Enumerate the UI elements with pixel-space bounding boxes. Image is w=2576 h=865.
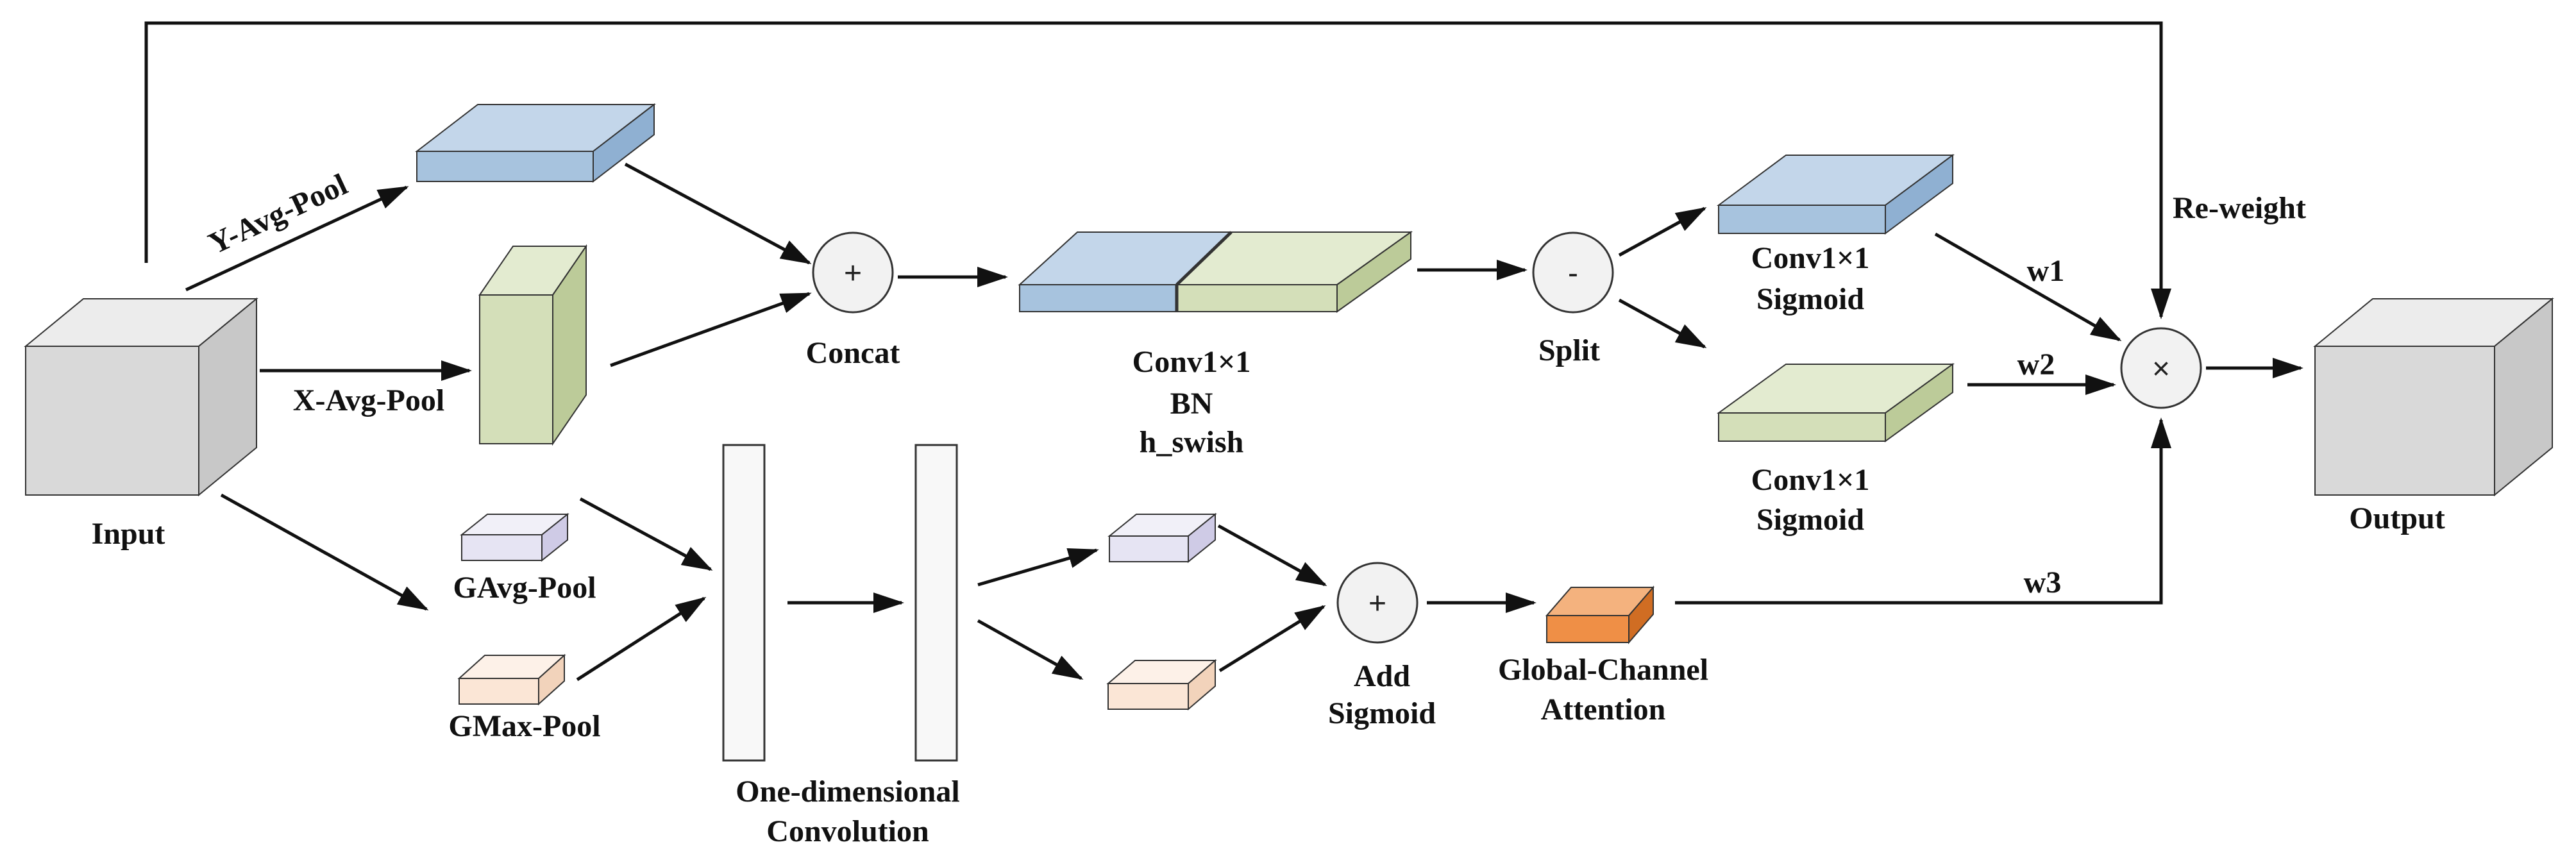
- gca-label-line1: Global-Channel: [1498, 653, 1708, 687]
- conv-sig-bot-label-line2: Sigmoid: [1756, 503, 1864, 537]
- one-dim-conv-label-line1: One-dimensional: [736, 775, 959, 809]
- multiply-operator-circle: ×: [2120, 327, 2202, 409]
- add-operator-symbol: +: [1368, 587, 1386, 621]
- add-sigmoid-label-line1: Add: [1354, 659, 1410, 693]
- one-dim-conv-bar-1: [722, 444, 766, 762]
- conv-bn-label-line2: BN: [1170, 387, 1213, 421]
- one-dim-conv-label-line2: Convolution: [766, 814, 929, 848]
- concat-operator-circle: +: [812, 231, 894, 314]
- gmax-pool-label: GMax-Pool: [448, 709, 600, 743]
- add-operator-circle: +: [1336, 562, 1418, 644]
- reweight-label: Re-weight: [2173, 191, 2306, 225]
- arrow-conv-to-lavender: [977, 548, 1099, 587]
- global-channel-attention-bar: [1545, 585, 1655, 644]
- mid-peach-bar: [1106, 659, 1217, 711]
- conv-sig-top-label-line2: Sigmoid: [1756, 282, 1864, 316]
- w2-label: w2: [2017, 348, 2055, 382]
- split-operator-symbol: -: [1568, 256, 1578, 290]
- arrow-w3: [1675, 417, 2171, 605]
- gavg-pool-label: GAvg-Pool: [453, 571, 596, 605]
- multiply-operator-symbol: ×: [2152, 352, 2170, 386]
- conv-sig-bot-label-line1: Conv1×1: [1751, 463, 1870, 497]
- one-dim-conv-bar-2: [914, 444, 958, 762]
- arrow-gavg-to-conv: [579, 497, 713, 571]
- arrow-lavender-to-add: [1217, 524, 1327, 587]
- split-top-blue-slab: [1716, 154, 1955, 235]
- output-cube: [2313, 297, 2554, 497]
- concat-operator-symbol: +: [844, 256, 862, 290]
- arrow-input-to-gavg: [220, 493, 429, 611]
- add-sigmoid-label-line2: Sigmoid: [1328, 696, 1436, 730]
- conv-bn-label-line3: h_swish: [1140, 425, 1244, 459]
- input-label: Input: [92, 517, 165, 551]
- concat-feature-slab: [1018, 231, 1413, 313]
- split-operator-circle: -: [1532, 231, 1614, 314]
- gavg-pool-bar: [460, 512, 569, 562]
- concat-label: Concat: [806, 336, 900, 370]
- reweight-loop-line: [144, 21, 2171, 319]
- arrow-y-to-concat: [624, 162, 812, 265]
- conv-bn-label-line1: Conv1×1: [1132, 345, 1251, 379]
- w3-label: w3: [2024, 566, 2062, 600]
- arrow-split-to-top: [1618, 206, 1707, 257]
- arrow-x-to-concat: [610, 292, 812, 367]
- input-cube: [24, 297, 258, 497]
- gmax-pool-bar: [457, 653, 566, 706]
- arrow-w1: [1934, 232, 2122, 342]
- conv-sig-top-label-line1: Conv1×1: [1751, 241, 1870, 275]
- split-label: Split: [1538, 333, 1600, 367]
- x-avg-pool-label: X-Avg-Pool: [293, 383, 444, 417]
- w1-label: w1: [2027, 254, 2065, 288]
- arrow-peach-to-add: [1218, 605, 1326, 673]
- mid-lavender-bar: [1107, 512, 1217, 564]
- split-bottom-green-slab: [1716, 363, 1955, 442]
- x-avg-pool-slab: [478, 244, 587, 446]
- gca-label-line2: Attention: [1541, 693, 1666, 726]
- arrow-conv-to-peach: [977, 619, 1084, 680]
- arrow-input-to-y-pool: [185, 185, 409, 292]
- arrow-split-to-bottom: [1618, 298, 1707, 349]
- y-avg-pool-slab: [415, 103, 656, 183]
- arrow-gmax-to-conv: [576, 596, 707, 682]
- output-label: Output: [2349, 501, 2445, 535]
